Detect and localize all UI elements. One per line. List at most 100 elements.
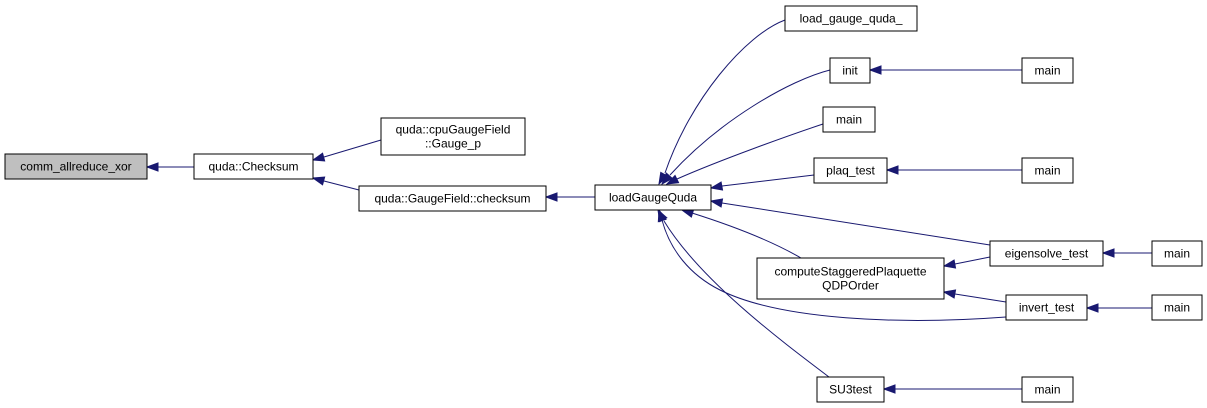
node-label: plaq_test: [826, 164, 875, 178]
node-box: [829, 57, 871, 84]
node-main-su3[interactable]: main: [1021, 376, 1074, 403]
node-label: eigensolve_test: [1005, 247, 1089, 261]
node-label: invert_test: [1019, 301, 1075, 315]
node-box: [784, 5, 918, 32]
edge-line: [323, 180, 360, 191]
node-box: [380, 117, 526, 156]
call-edge: [311, 139, 382, 162]
node-box: [1021, 376, 1074, 403]
node-main-invert[interactable]: main: [1151, 294, 1203, 321]
node-box: [822, 106, 876, 133]
call-edge: [658, 19, 786, 186]
node-label: main: [1034, 164, 1060, 178]
node-init[interactable]: init: [829, 57, 871, 84]
call-edge: [145, 162, 194, 172]
edge-arrowhead: [1101, 248, 1115, 258]
node-box: [1151, 240, 1203, 267]
node-label: loadGaugeQuda: [609, 191, 697, 205]
edge-line: [676, 123, 824, 180]
node-label: quda::Checksum: [208, 160, 298, 174]
edge-arrowhead: [885, 165, 899, 175]
edge-arrowhead: [709, 181, 724, 191]
node-box: [4, 153, 148, 180]
node-box: [756, 257, 945, 300]
node-main-1[interactable]: main: [822, 106, 876, 133]
edge-arrowhead: [942, 259, 957, 269]
edge-line: [663, 220, 830, 378]
edge-line: [661, 219, 1007, 321]
call-edge: [709, 198, 991, 246]
node-box: [989, 240, 1104, 267]
edge-arrowhead: [665, 174, 680, 185]
call-edge: [661, 69, 831, 186]
node-label: init: [842, 64, 858, 78]
node-box: [594, 184, 712, 211]
call-edge: [885, 165, 1022, 175]
call-edge: [311, 176, 360, 191]
edge-line: [691, 212, 802, 259]
edge-arrowhead: [868, 65, 882, 75]
call-edge: [544, 192, 595, 202]
call-edge: [709, 174, 815, 191]
edge-line: [954, 293, 1007, 303]
node-label: main: [836, 113, 862, 127]
call-edge: [868, 65, 1022, 75]
edge-line: [323, 139, 382, 158]
edge-arrowhead: [145, 162, 159, 172]
call-edge: [657, 208, 830, 378]
node-eigensolve-test[interactable]: eigensolve_test: [989, 240, 1104, 267]
edge-arrowhead: [544, 192, 558, 202]
edge-arrowhead: [661, 172, 674, 186]
edge-line: [669, 69, 831, 176]
edge-line: [954, 256, 991, 265]
node-label: comm_allreduce_xor: [20, 160, 131, 174]
call-edge: [942, 289, 1007, 303]
node-comm-allreduce-xor[interactable]: comm_allreduce_xor: [4, 153, 148, 180]
node-label: QDPOrder: [822, 279, 879, 293]
node-su3test[interactable]: SU3test: [816, 376, 885, 403]
node-label: computeStaggeredPlaquette: [774, 265, 926, 279]
edge-arrowhead: [311, 152, 326, 162]
node-label: main: [1164, 247, 1190, 261]
node-plaq-test[interactable]: plaq_test: [813, 157, 888, 184]
edge-line: [721, 174, 815, 187]
edge-line: [664, 19, 786, 174]
call-edge: [1101, 248, 1152, 258]
node-box: [1151, 294, 1203, 321]
edge-arrowhead: [709, 198, 724, 208]
node-label: load_gauge_quda_: [800, 12, 903, 26]
node-label: quda::cpuGaugeField: [396, 123, 511, 137]
node-label: main: [1034, 383, 1060, 397]
node-load-gauge-quda-[interactable]: load_gauge_quda_: [784, 5, 918, 32]
node-gaugefield-checksum[interactable]: quda::GaugeField::checksum: [358, 185, 547, 212]
edge-arrowhead: [657, 208, 668, 223]
node-checksum[interactable]: quda::Checksum: [193, 153, 314, 180]
node-gauge-p[interactable]: quda::cpuGaugeField::Gauge_p: [380, 117, 526, 156]
node-main-init[interactable]: main: [1021, 57, 1074, 84]
node-box: [1021, 57, 1074, 84]
edge-arrowhead: [882, 384, 896, 394]
edge-line: [721, 202, 991, 246]
node-main-plaq[interactable]: main: [1021, 157, 1074, 184]
node-box: [816, 376, 885, 403]
edge-arrowhead: [311, 176, 326, 186]
node-box: [193, 153, 314, 180]
node-box: [1021, 157, 1074, 184]
call-edge: [942, 256, 991, 269]
node-loadgaugequda[interactable]: loadGaugeQuda: [594, 184, 712, 211]
node-label: SU3test: [829, 383, 872, 397]
node-main-eigen[interactable]: main: [1151, 240, 1203, 267]
node-box: [1005, 294, 1088, 321]
node-label: main: [1164, 301, 1190, 315]
edge-arrowhead: [1085, 303, 1099, 313]
node-box: [813, 157, 888, 184]
node-invert-test[interactable]: invert_test: [1005, 294, 1088, 321]
call-edge: [882, 384, 1022, 394]
call-edge: [680, 208, 802, 259]
edge-arrowhead: [942, 289, 957, 299]
call-edge: [665, 123, 824, 185]
node-box: [358, 185, 547, 212]
node-label: main: [1034, 64, 1060, 78]
